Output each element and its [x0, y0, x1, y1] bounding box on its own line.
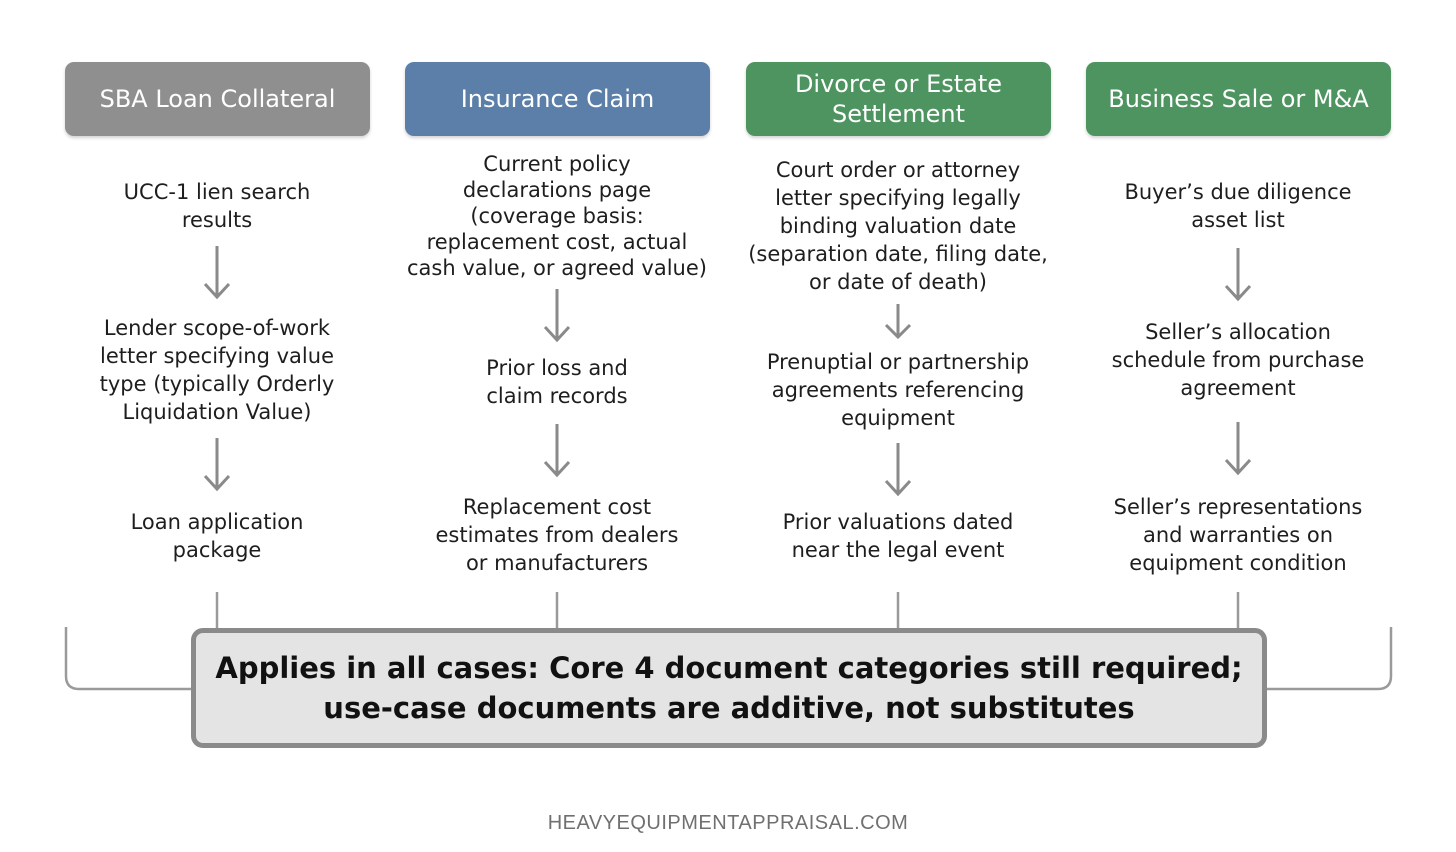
step-line: Prior valuations dated — [782, 510, 1014, 534]
step-line: letter specifying legally — [775, 186, 1021, 210]
step-text: UCC-1 lien search results — [124, 178, 311, 234]
step-line: asset list — [1191, 208, 1285, 232]
header-line: Divorce or Estate — [794, 70, 1003, 98]
step-line: Buyer’s due diligence — [1124, 180, 1352, 204]
business-step-allocation-schedule: Seller’s allocation schedule from purcha… — [1078, 316, 1398, 404]
sba-step-ucc1-lien-search: UCC-1 lien search results — [57, 176, 377, 236]
summary-line: use-case documents are additive, not sub… — [323, 691, 1135, 725]
step-line: Court order or attorney — [775, 158, 1021, 182]
header-text: Divorce or Estate Settlement — [795, 69, 1002, 129]
business-step-due-diligence: Buyer’s due diligence asset list — [1078, 176, 1398, 236]
step-line: or manufacturers — [465, 551, 649, 575]
step-line: type (typically Orderly — [99, 372, 335, 396]
step-line: estimates from dealers — [435, 523, 679, 547]
step-line: letter specifying value — [100, 344, 334, 368]
column-header-insurance-claim: Insurance Claim — [405, 62, 710, 136]
step-line: near the legal event — [791, 538, 1005, 562]
sba-step-lender-scope-of-work: Lender scope-of-work letter specifying v… — [57, 312, 377, 428]
footer-website: HEAVYEQUIPMENTAPPRAISAL.COM — [547, 812, 909, 834]
bracket-right — [1267, 627, 1393, 691]
step-line: Seller’s allocation — [1145, 320, 1331, 344]
step-text: Court order or attorney letter specifyin… — [748, 156, 1048, 296]
step-line: Prior loss and — [486, 356, 628, 380]
column-header-sba-loan-collateral: SBA Loan Collateral — [65, 62, 370, 136]
step-text: Seller’s representations and warranties … — [1114, 493, 1363, 577]
step-line: replacement cost, actual — [426, 230, 688, 254]
step-line: results — [181, 208, 253, 232]
step-text: Prenuptial or partnership agreements ref… — [767, 348, 1029, 432]
step-line: declarations page — [462, 178, 652, 202]
step-line: agreement — [1180, 376, 1296, 400]
step-line: Current policy — [483, 152, 631, 176]
step-line: Seller’s representations — [1113, 495, 1363, 519]
bracket-left — [64, 627, 191, 691]
step-line: Loan application — [130, 510, 304, 534]
step-text: Prior valuations dated near the legal ev… — [783, 508, 1014, 564]
column-header-divorce-estate-settlement: Divorce or Estate Settlement — [746, 62, 1051, 136]
step-line: package — [172, 538, 262, 562]
step-line: and warranties on — [1142, 523, 1334, 547]
down-arrow-icon — [1223, 420, 1253, 476]
step-line: schedule from purchase — [1111, 348, 1365, 372]
step-text: Prior loss and claim records — [486, 354, 628, 410]
divorce-step-prenuptial-agreements: Prenuptial or partnership agreements ref… — [731, 346, 1065, 434]
down-arrow-icon — [202, 244, 232, 300]
step-line: (coverage basis: — [470, 204, 644, 228]
header-line: SBA Loan Collateral — [99, 85, 336, 113]
step-text: Loan application package — [131, 508, 304, 564]
insurance-step-replacement-cost-estimates: Replacement cost estimates from dealers … — [397, 491, 717, 579]
step-line: UCC-1 lien search — [123, 180, 311, 204]
step-line: claim records — [486, 384, 628, 408]
column-header-business-sale-ma: Business Sale or M&A — [1086, 62, 1391, 136]
step-line: Lender scope-of-work — [103, 316, 331, 340]
header-line: Settlement — [831, 100, 965, 128]
header-text: Business Sale or M&A — [1108, 84, 1368, 114]
step-line: Liquidation Value) — [122, 400, 312, 424]
step-line: or date of death) — [809, 270, 987, 294]
step-line: cash value, or agreed value) — [407, 256, 707, 280]
down-arrow-icon — [542, 422, 572, 478]
divorce-step-court-order: Court order or attorney letter specifyin… — [731, 155, 1065, 297]
down-arrow-icon — [1223, 246, 1253, 302]
header-line: Insurance Claim — [460, 85, 655, 113]
business-step-representations-warranties: Seller’s representations and warranties … — [1078, 491, 1398, 579]
step-line: equipment condition — [1129, 551, 1347, 575]
step-text: Replacement cost estimates from dealers … — [435, 493, 678, 577]
step-text: Lender scope-of-work letter specifying v… — [100, 314, 335, 426]
down-arrow-icon — [202, 436, 232, 492]
down-arrow-icon — [883, 441, 913, 497]
step-line: Replacement cost — [462, 495, 652, 519]
step-line: (separation date, filing date, — [748, 242, 1048, 266]
down-arrow-icon — [542, 287, 572, 343]
step-text: Buyer’s due diligence asset list — [1124, 178, 1351, 234]
header-text: SBA Loan Collateral — [100, 84, 336, 114]
header-line: Business Sale or M&A — [1108, 85, 1369, 113]
step-line: equipment — [841, 406, 955, 430]
step-line: agreements referencing — [771, 378, 1025, 402]
header-text: Insurance Claim — [461, 84, 655, 114]
sba-step-loan-application: Loan application package — [57, 506, 377, 566]
step-text: Current policy declarations page (covera… — [407, 151, 707, 281]
step-text: Seller’s allocation schedule from purcha… — [1112, 318, 1365, 402]
summary-line: Applies in all cases: Core 4 document ca… — [215, 651, 1243, 685]
summary-box: Applies in all cases: Core 4 document ca… — [191, 628, 1267, 748]
insurance-step-policy-declarations: Current policy declarations page (covera… — [390, 146, 724, 286]
step-line: binding valuation date — [779, 214, 1017, 238]
down-arrow-icon — [883, 302, 913, 340]
divorce-step-prior-valuations: Prior valuations dated near the legal ev… — [738, 506, 1058, 566]
step-line: Prenuptial or partnership — [766, 350, 1030, 374]
insurance-step-prior-loss-records: Prior loss and claim records — [397, 352, 717, 412]
